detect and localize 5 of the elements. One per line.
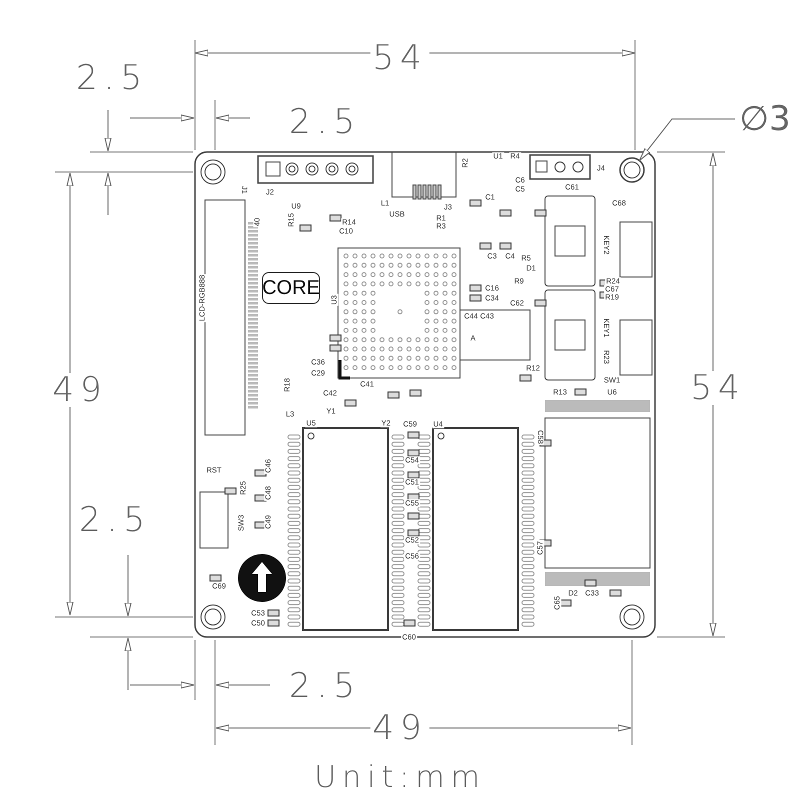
dimension-text: ∅3 [735, 100, 795, 138]
leader-line [638, 118, 736, 162]
mounting-hole [619, 157, 645, 183]
silkscreen-label-box: CORE [262, 272, 320, 304]
caption: Unit:mm [314, 763, 486, 793]
